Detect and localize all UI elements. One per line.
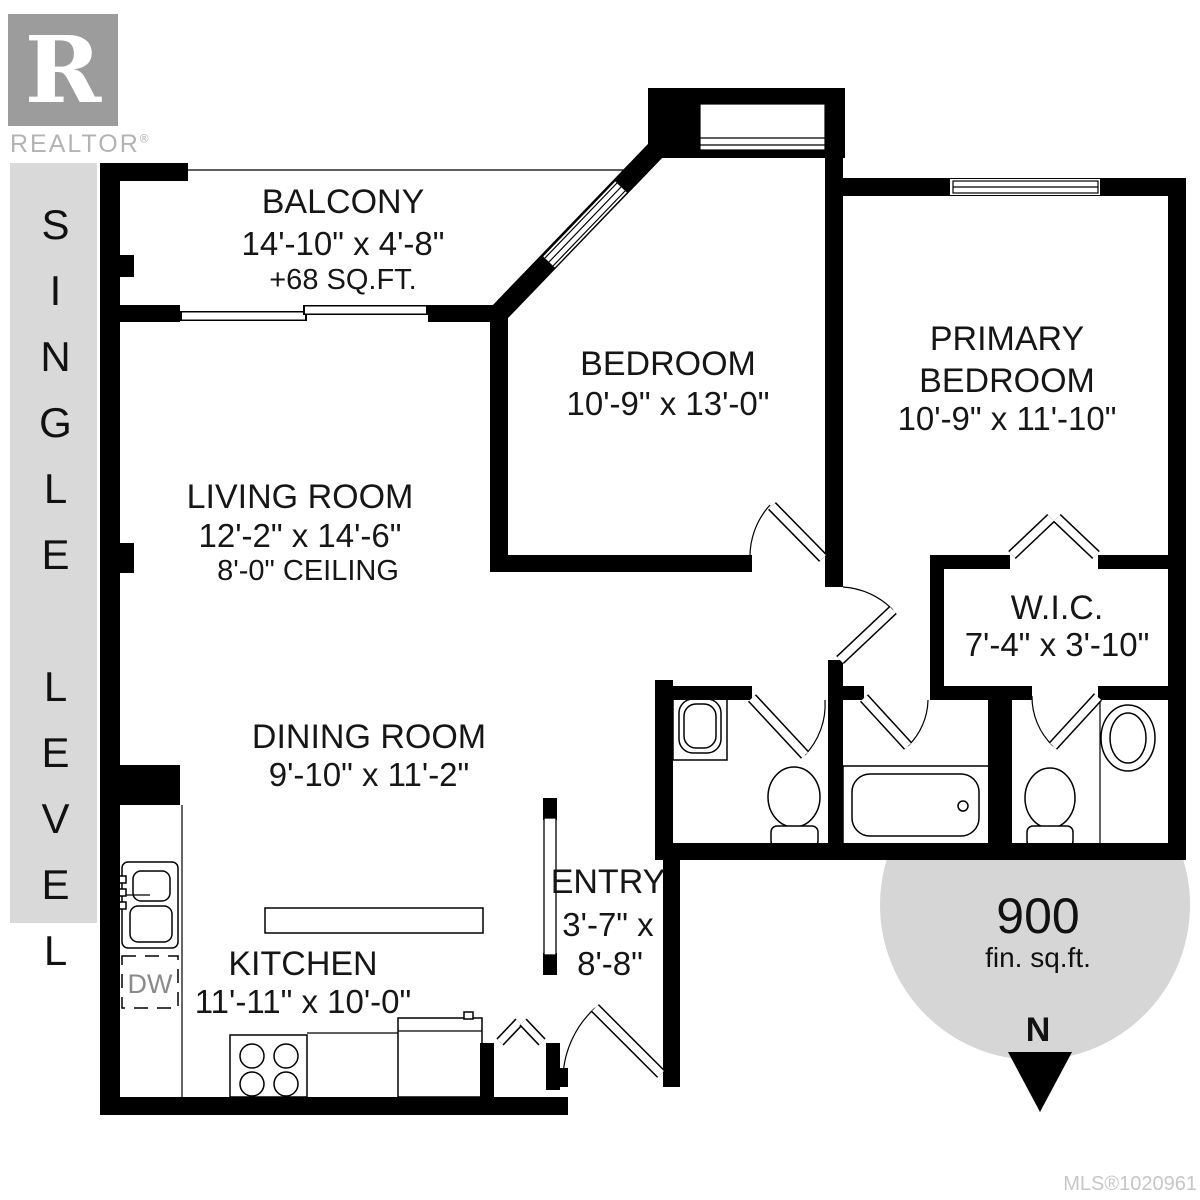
bathroom-fixtures bbox=[672, 691, 1156, 848]
bedroom-door bbox=[749, 502, 827, 562]
kitchen-island bbox=[264, 907, 484, 934]
entry-door bbox=[562, 1004, 665, 1078]
wic-bifold-door bbox=[1008, 514, 1100, 559]
realtor-logo-letter: R bbox=[24, 16, 102, 124]
bath-door bbox=[747, 694, 826, 759]
entry-closet-panel bbox=[543, 817, 557, 956]
entry-label: ENTRY bbox=[551, 863, 666, 901]
mls-number: MLS®1020961 bbox=[1063, 1173, 1197, 1195]
dining-room-label: DINING ROOM bbox=[252, 718, 486, 756]
kitchen-label: KITCHEN bbox=[228, 945, 377, 983]
realtor-wordmark: REALTOR® bbox=[10, 130, 151, 158]
closet-bifold-door bbox=[496, 1018, 546, 1046]
bedroom-corner-window bbox=[543, 181, 627, 268]
doors bbox=[496, 502, 1103, 1078]
area-badge: 900 fin. sq.ft. bbox=[985, 888, 1091, 973]
entry-dims-2: 8'-8" bbox=[577, 945, 643, 982]
north-label: N bbox=[1026, 1011, 1051, 1049]
bathtub-icon bbox=[842, 765, 990, 846]
wic-dims: 7'-4" x 3'-10" bbox=[965, 626, 1150, 663]
primary-door bbox=[836, 586, 897, 665]
balcony-label: BALCONY bbox=[262, 183, 425, 221]
ensuite-door bbox=[1031, 693, 1103, 750]
room-labels: BALCONY 14'-10" x 4'-8" +68 SQ.FT. BEDRO… bbox=[187, 183, 1150, 1020]
balcony-dims: 14'-10" x 4'-8" bbox=[242, 225, 445, 262]
bedroom-top-window bbox=[699, 103, 826, 151]
registered-mark: ® bbox=[139, 131, 151, 146]
fridge-icon bbox=[397, 1011, 483, 1098]
vanity-sink-icon bbox=[1099, 700, 1156, 843]
primary-bedroom-dims: 10'-9" x 11'-10" bbox=[898, 400, 1117, 437]
realtor-logo-icon: R bbox=[8, 14, 118, 126]
area-value: 900 bbox=[996, 888, 1079, 944]
living-room-label: LIVING ROOM bbox=[187, 478, 414, 516]
dining-room-dims: 9'-10" x 11'-2" bbox=[269, 756, 470, 793]
dishwasher-label: DW bbox=[128, 969, 173, 999]
primary-bedroom-label-2: BEDROOM bbox=[919, 362, 1095, 400]
balcony-area: +68 SQ.FT. bbox=[269, 264, 416, 296]
bedroom-dims: 10'-9" x 13'-0" bbox=[567, 385, 770, 422]
north-arrow-icon: N bbox=[1008, 1011, 1072, 1112]
kitchen-dims: 11'-11" x 10'-0" bbox=[195, 983, 411, 1020]
primary-bedroom-label-1: PRIMARY bbox=[930, 320, 1084, 358]
living-room-ceiling: 8'-0" CEILING bbox=[217, 555, 399, 587]
windows bbox=[180, 103, 1100, 956]
dishwasher-icon: DW bbox=[121, 955, 179, 1009]
toilet-icon bbox=[1024, 767, 1076, 848]
kitchen-sink-icon bbox=[117, 861, 179, 949]
toilet-icon bbox=[767, 766, 821, 848]
kitchen-fixtures: DW bbox=[117, 805, 484, 1098]
single-level-label: SINGLE LEVEL bbox=[10, 163, 97, 993]
sliding-door bbox=[180, 305, 428, 321]
bath-sink-icon bbox=[672, 691, 728, 761]
bath-door bbox=[859, 694, 929, 750]
wic-label: W.I.C. bbox=[1011, 589, 1104, 627]
primary-bedroom-window bbox=[950, 179, 1100, 195]
bedroom-label: BEDROOM bbox=[580, 345, 756, 383]
living-room-dims: 12'-2" x 14'-6" bbox=[199, 517, 402, 554]
stove-icon bbox=[229, 1034, 308, 1098]
area-unit: fin. sq.ft. bbox=[985, 942, 1091, 973]
entry-dims-1: 3'-7" x bbox=[562, 906, 654, 943]
